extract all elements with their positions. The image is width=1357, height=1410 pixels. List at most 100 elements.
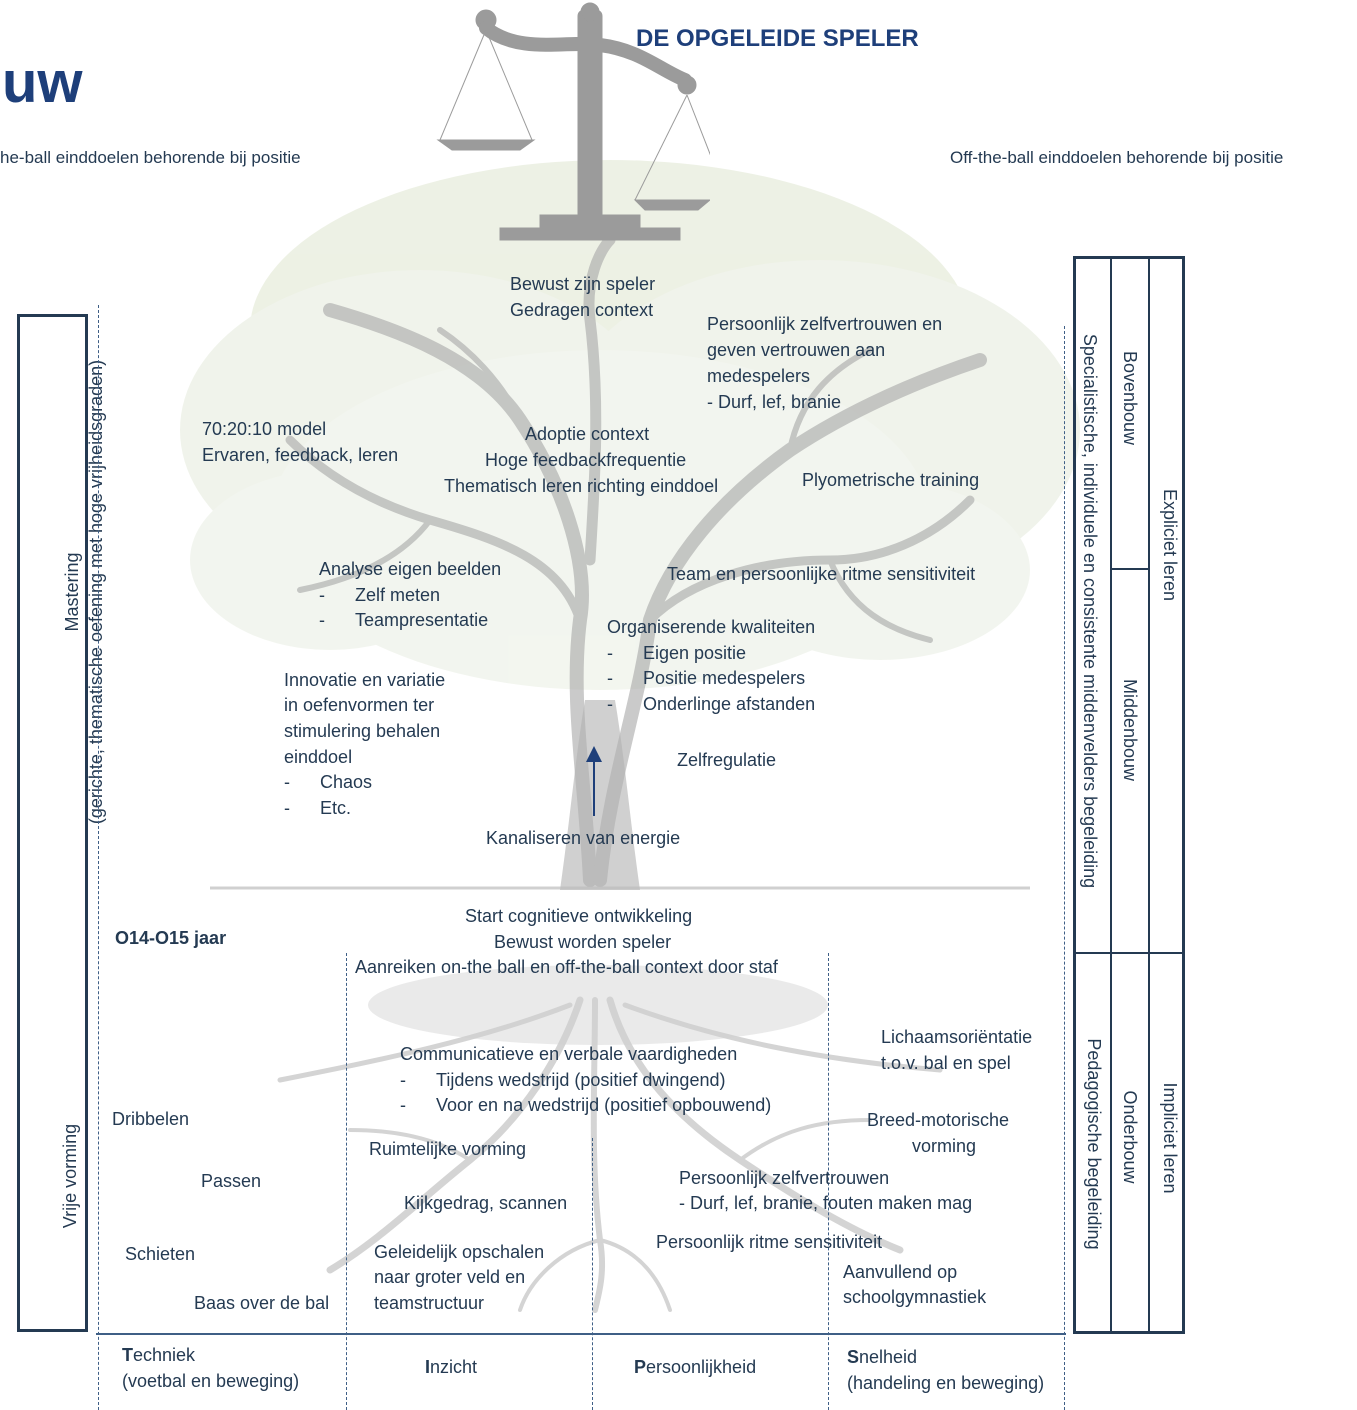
- communication-item-1: -Tijdens wedstrijd (positief dwingend): [400, 1070, 726, 1090]
- innovation-3: stimulering behalen: [284, 721, 441, 741]
- footer-persoonlijkheid: Persoonlijkheid: [634, 1355, 756, 1381]
- motor-1: Breed-motorische: [867, 1110, 1010, 1130]
- rhythm: Team en persoonlijke ritme sensitiviteit: [667, 564, 976, 584]
- confidence-4: - Durf, lef, branie: [707, 392, 842, 412]
- scale-icon: [436, 2, 710, 241]
- middle-line-2: Bewust worden speler: [494, 932, 672, 952]
- innovation-item-2: -Etc.: [284, 798, 352, 818]
- motor-2: vorming: [912, 1136, 977, 1156]
- confidence-3: medespelers: [707, 366, 811, 386]
- right-bar-onderbouw: Onderbouw: [1120, 1090, 1140, 1184]
- orientation-1: Lichaamsoriëntatie: [881, 1027, 1033, 1047]
- confidence-2: geven vertrouwen aan: [707, 340, 886, 360]
- innovation-item-1: -Chaos: [284, 772, 373, 792]
- techniek-rest: echniek: [133, 1345, 196, 1365]
- right-bar-bovenbouw: Bovenbouw: [1120, 350, 1140, 446]
- innovation-2: in oefenvormen ter: [284, 695, 435, 715]
- tree-foliage: [180, 160, 1080, 690]
- dashed-line-left: [98, 305, 99, 1410]
- scaling-1: Geleidelijk opschalen: [374, 1242, 545, 1262]
- adoption-2: Hoge feedbackfrequentie: [485, 450, 687, 470]
- plyometric: Plyometrische training: [802, 470, 980, 490]
- right-bar-h-col3: [1149, 952, 1184, 954]
- scaling-3: teamstructuur: [374, 1293, 485, 1313]
- communication-title: Communicatieve en verbale vaardigheden: [400, 1044, 738, 1064]
- tree-roots: [277, 996, 943, 1313]
- shoot: Schieten: [125, 1244, 196, 1264]
- root-base: [368, 965, 828, 1045]
- innovation-4: einddoel: [284, 747, 353, 767]
- inzicht-rest: nzicht: [430, 1357, 478, 1377]
- age-label: O14-O15 jaar: [115, 928, 227, 948]
- crown-top-1: Bewust zijn speler: [510, 274, 656, 294]
- arrow-up-icon: [586, 746, 602, 816]
- snelheid-rest: nelheid: [859, 1347, 918, 1367]
- dashed-line-col1: [346, 953, 347, 1410]
- mastering-sub-label: (gerichte, thematische oefening met hoge…: [86, 359, 106, 825]
- supplement-2: schoolgymnastiek: [843, 1287, 987, 1307]
- pass: Passen: [201, 1171, 262, 1191]
- analysis-item-2: -Teampresentatie: [319, 610, 489, 630]
- right-bar-middenbouw: Middenbouw: [1120, 678, 1140, 782]
- ball-control: Baas over de bal: [194, 1293, 330, 1313]
- dashed-line-col3: [828, 953, 829, 1410]
- footer-techniek-sub: (voetbal en beweging): [122, 1371, 300, 1391]
- left-subtitle: he-ball einddoelen behorende bij positie: [0, 148, 301, 167]
- right-bar-box: [1073, 256, 1185, 1334]
- footer-snelheid-sub: (handeling en beweging): [847, 1373, 1045, 1393]
- spatial: Ruimtelijke vorming: [369, 1139, 527, 1159]
- organising-item-3: -Onderlinge afstanden: [607, 694, 816, 714]
- persoonlijkheid-rest: ersoonlijkheid: [646, 1357, 757, 1377]
- supplement-1: Aanvullend op: [843, 1262, 958, 1282]
- channeling: Kanaliseren van energie: [486, 828, 681, 848]
- persoonlijkheid-initial: P: [634, 1357, 647, 1377]
- right-bar-impliciet: Impliciet leren: [1160, 1082, 1180, 1194]
- right-bar-divider-2: [1148, 256, 1150, 1334]
- dashed-line-right: [1064, 326, 1065, 1410]
- footer-snelheid: Snelheid: [847, 1345, 917, 1371]
- model-2: Ervaren, feedback, leren: [202, 445, 399, 465]
- left-bar-box: [17, 314, 88, 1332]
- self-confidence-2: - Durf, lef, branie, fouten maken mag: [679, 1193, 973, 1213]
- personal-rhythm: Persoonlijk ritme sensitiviteit: [656, 1232, 883, 1252]
- communication-item-2: -Voor en na wedstrijd (positief opbouwen…: [400, 1095, 772, 1115]
- self-confidence-1: Persoonlijk zelfvertrouwen: [679, 1168, 890, 1188]
- scanning: Kijkgedrag, scannen: [404, 1193, 568, 1213]
- middle-line-3: Aanreiken on-the ball en off-the-ball co…: [355, 957, 778, 977]
- innovation-1: Innovatie en variatie: [284, 670, 446, 690]
- left-bar-mastering: Mastering (gerichte, thematische oefenin…: [60, 272, 110, 912]
- right-bar-specialistic: Specialistische, individuele en consiste…: [1080, 333, 1100, 889]
- middle-line-1: Start cognitieve ontwikkeling: [465, 906, 693, 926]
- organising-item-2: -Positie medespelers: [607, 668, 806, 688]
- tree-trunk: [560, 700, 640, 890]
- confidence-1: Persoonlijk zelfvertrouwen en: [707, 314, 943, 334]
- organising-title: Organiserende kwaliteiten: [607, 617, 816, 637]
- mastering-label: Mastering: [62, 552, 82, 632]
- left-bar-vrije-vorming: Vrije vorming: [60, 1123, 80, 1229]
- techniek-initial: T: [122, 1345, 133, 1365]
- analysis-title: Analyse eigen beelden: [319, 559, 502, 579]
- scaling-2: naar groter veld en: [374, 1267, 526, 1287]
- self-regulation: Zelfregulatie: [677, 750, 777, 770]
- dribble: Dribbelen: [112, 1109, 190, 1129]
- adoption-3: Thematisch leren richting einddoel: [444, 476, 719, 496]
- right-bar-h-col2a: [1111, 568, 1149, 570]
- right-bar-expliciet: Expliciet leren: [1160, 488, 1180, 602]
- main-title: DE OPGELEIDE SPELER: [636, 25, 919, 52]
- crown-top-2: Gedragen context: [510, 300, 654, 320]
- dashed-line-col2: [592, 1138, 593, 1410]
- footer-techniek: Techniek: [122, 1343, 195, 1369]
- inzicht-initial: I: [425, 1357, 431, 1377]
- model-1: 70:20:10 model: [202, 419, 327, 439]
- snelheid-initial: S: [847, 1347, 860, 1367]
- adoption-1: Adoptie context: [525, 424, 650, 444]
- right-bar-h-col1: [1075, 952, 1111, 954]
- footer-divider: [96, 1333, 1066, 1335]
- right-bar-pedagogic: Pedagogische begeleiding: [1084, 1038, 1104, 1250]
- right-bar-h-col2b: [1111, 952, 1149, 954]
- title-fragment: uw: [2, 50, 83, 115]
- right-bar-divider-1: [1110, 256, 1112, 1334]
- organising-item-1: -Eigen positie: [607, 643, 747, 663]
- orientation-2: t.o.v. bal en spel: [881, 1053, 1011, 1073]
